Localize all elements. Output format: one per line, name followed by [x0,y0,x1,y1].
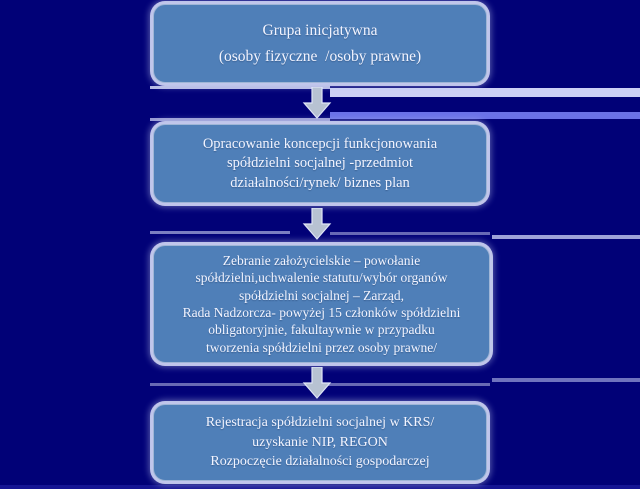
node-text-line: Grupa inicjatywna [262,21,378,39]
background-band [0,485,640,489]
background-band [330,112,640,119]
background-band [150,383,490,386]
background-band [492,378,640,382]
background-band [330,232,490,235]
flowchart-node-step-4[interactable]: Rejestracja spółdzielni socjalnej w KRS/… [153,404,487,481]
down-arrow-icon [302,208,332,240]
flowchart-node-step-1[interactable]: Grupa inicjatywna (osoby fizyczne /osoby… [153,4,487,83]
node-text-line: (osoby fizyczne /osoby prawne) [218,47,422,65]
node-text-line: Zebranie założycielskie – powołanie [222,253,421,269]
background-band [150,231,290,234]
background-band [330,88,640,97]
down-arrow-icon [302,367,332,399]
node-text-line: tworzenia spółdzielni przez osoby prawne… [206,339,437,355]
node-text-line: Rada Nadzorcza- powyżej 15 członków spół… [182,305,461,320]
node-text-line: uzyskanie NIP, REGON [252,434,388,450]
node-text-line: Rozpoczęcie działalności gospodarczej [210,454,430,470]
node-text-line: Opracowanie koncepcji funkcjonowania [202,135,438,152]
node-text-line: spółdzielni socjalnej – Zarząd, [239,287,404,303]
node-text-line: działalności/rynek/ biznes plan [230,174,410,191]
background-band [150,86,330,89]
node-text-line: obligatoryjnie, fakultaywnie w przypadku [208,322,435,338]
node-text-line: spółdzielni,uchwalenie statutu/wybór org… [195,270,448,286]
background-band [150,118,330,121]
node-text-line: Rejestracja spółdzielni socjalnej w KRS/ [205,414,435,430]
flowchart-node-step-2[interactable]: Opracowanie koncepcji funkcjonowania spó… [153,124,487,203]
node-text-line: spółdzielni socjalnej -przedmiot [226,155,414,172]
background-band [492,235,640,239]
flowchart-node-step-3[interactable]: Zebranie założycielskie – powołanie spół… [153,245,490,363]
down-arrow-icon [302,87,332,119]
